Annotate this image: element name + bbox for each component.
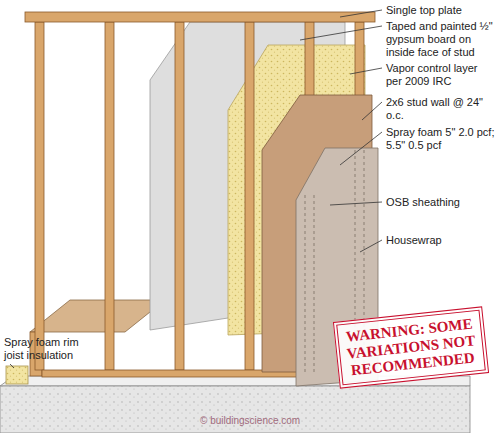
leader-lines bbox=[300, 10, 382, 252]
hidden-stud-line bbox=[305, 195, 306, 372]
part-label: Vapor control layer per 2009 IRC bbox=[386, 62, 496, 88]
concrete-foundation bbox=[0, 386, 470, 433]
part-label: Taped and painted ½" gypsum board on ins… bbox=[386, 20, 496, 59]
hidden-stud-line bbox=[314, 195, 315, 372]
warning-text: WARNING: SOME VARIATIONS NOT RECOMMENDED bbox=[344, 315, 479, 379]
part-label: Housewrap bbox=[386, 234, 496, 247]
part-label: OSB sheathing bbox=[386, 196, 496, 209]
top-plate bbox=[25, 12, 375, 22]
part-label: 2x6 stud wall @ 24" o.c. bbox=[386, 96, 496, 122]
subfloor bbox=[30, 300, 165, 332]
stud bbox=[105, 22, 114, 370]
leader-line bbox=[360, 240, 382, 252]
leader-line bbox=[330, 202, 382, 205]
part-label: Spray foam rim joist insulation bbox=[4, 336, 94, 362]
warning-stamp: WARNING: SOME VARIATIONS NOT RECOMMENDED bbox=[333, 306, 489, 388]
leader-line bbox=[300, 26, 382, 40]
rim-foam bbox=[6, 366, 28, 384]
part-label: Single top plate bbox=[386, 4, 496, 17]
watermark: © buildingscience.com bbox=[200, 414, 340, 427]
leader-line bbox=[362, 102, 382, 120]
leader-line bbox=[10, 364, 14, 368]
stud bbox=[35, 22, 44, 370]
stud bbox=[245, 22, 254, 370]
leader-line bbox=[340, 10, 382, 17]
leader-line bbox=[340, 132, 382, 165]
stud bbox=[175, 22, 184, 370]
leader-line bbox=[350, 68, 382, 74]
part-label: Spray foam 5" 2.0 pcf; 5.5" 0.5 pcf bbox=[386, 126, 496, 152]
